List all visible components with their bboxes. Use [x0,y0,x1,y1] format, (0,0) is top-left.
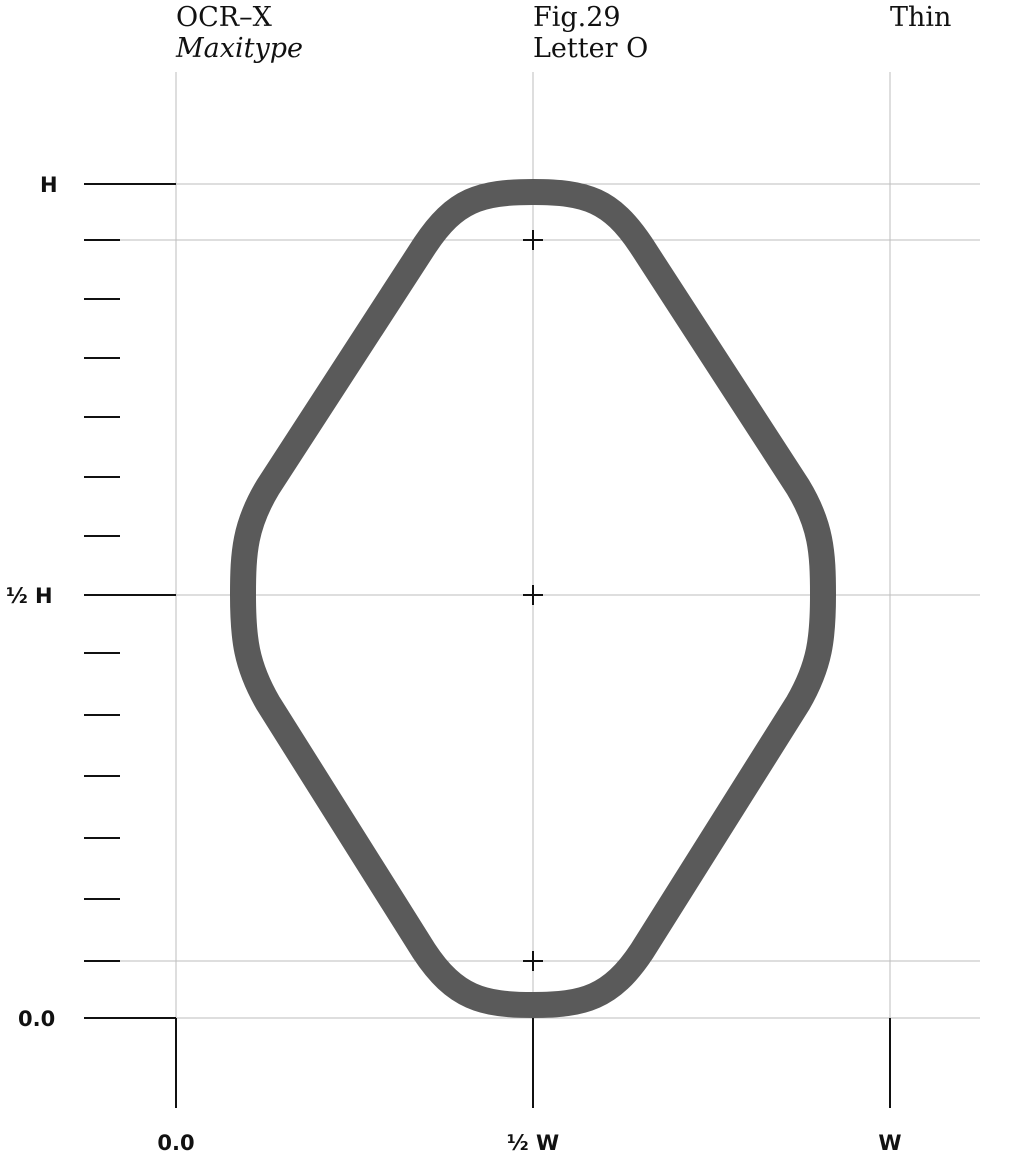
x-label-left: 0.0 [157,1131,194,1155]
y-label-middle: ½ H [6,584,53,608]
center-marker-lower [523,951,543,971]
center-markers [523,230,543,971]
x-axis-ticks [175,1018,891,1108]
font-style: Maxitype [176,33,303,64]
font-name: OCR–X [176,2,272,33]
center-marker-upper [523,230,543,250]
x-axis-labels: 0.0 ½ W W [157,1131,901,1155]
header-figure-info: Fig.29 Letter O [533,2,648,64]
letter-name: Letter O [533,33,649,64]
x-label-right: W [878,1131,901,1155]
header-weight-info: Thin [890,2,951,33]
y-label-bottom: 0.0 [18,1007,55,1031]
y-axis-labels: H ½ H 0.0 [6,173,58,1031]
y-label-top: H [40,173,58,197]
weight-label: Thin [890,2,952,33]
figure-number: Fig.29 [533,2,621,33]
center-marker-middle [523,585,543,605]
x-label-middle: ½ W [507,1131,559,1155]
header-font-info: OCR–X Maxitype [176,2,303,64]
y-axis-ticks [84,183,176,1019]
guide-lines [120,72,980,1019]
letter-o-glyph [230,179,836,1018]
